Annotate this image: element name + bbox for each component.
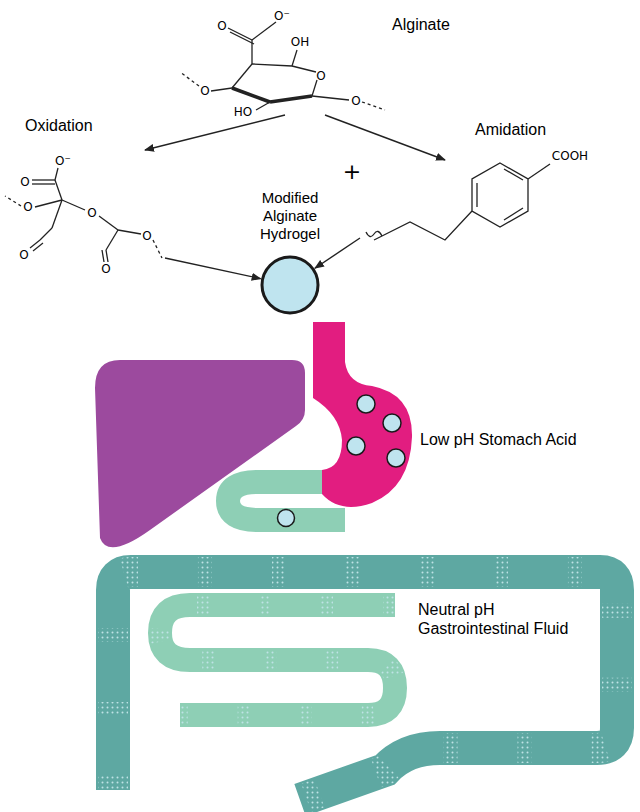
atom-label: O [200, 84, 209, 98]
atom-label: O [87, 206, 96, 220]
reaction-arrow [325, 115, 445, 160]
node-label: Amidation [475, 120, 546, 139]
atom-label: O [351, 94, 360, 108]
region-label: Neutral pH Gastrointestinal Fluid [418, 600, 596, 638]
small-intestine [160, 605, 395, 715]
atom-label: O⁻ [55, 154, 71, 168]
region-label: Low pH Stomach Acid [420, 430, 620, 449]
node-label: Oxidation [25, 116, 93, 135]
atom-label: OH [291, 35, 309, 49]
small-intestine-texture [160, 605, 395, 715]
atom-label: O [20, 175, 29, 189]
reaction-arrow [165, 258, 261, 279]
benzoic-acid-structure [366, 163, 550, 240]
atom-label: O [19, 248, 28, 262]
intestine-texture [113, 572, 617, 800]
node-heading: Modified Alginate Hydrogel [235, 189, 345, 243]
circle-outline [260, 255, 320, 315]
alginate-structure [180, 22, 385, 110]
atom-label: O [23, 200, 32, 214]
atom-label: O⁻ [274, 9, 290, 23]
atom-label: + [343, 159, 361, 185]
atom-label: O [101, 262, 110, 276]
reaction-arrow [145, 115, 285, 150]
structure-node: Amidation [360, 160, 595, 252]
oxidized-structure [5, 168, 162, 262]
atom-label: O [316, 69, 325, 83]
hydrogel-beads [278, 395, 406, 527]
atom-label: O [142, 229, 151, 243]
large-intestine [113, 572, 617, 800]
atom-label: O [217, 19, 226, 33]
atom-label: HO [234, 105, 252, 119]
node-label: Alginate [392, 15, 450, 34]
hydrogel-circle: Modified Alginate Hydrogel [260, 255, 320, 315]
reaction-arrow [315, 238, 360, 268]
atom-label: COOH [552, 149, 588, 163]
stomach [313, 322, 412, 507]
